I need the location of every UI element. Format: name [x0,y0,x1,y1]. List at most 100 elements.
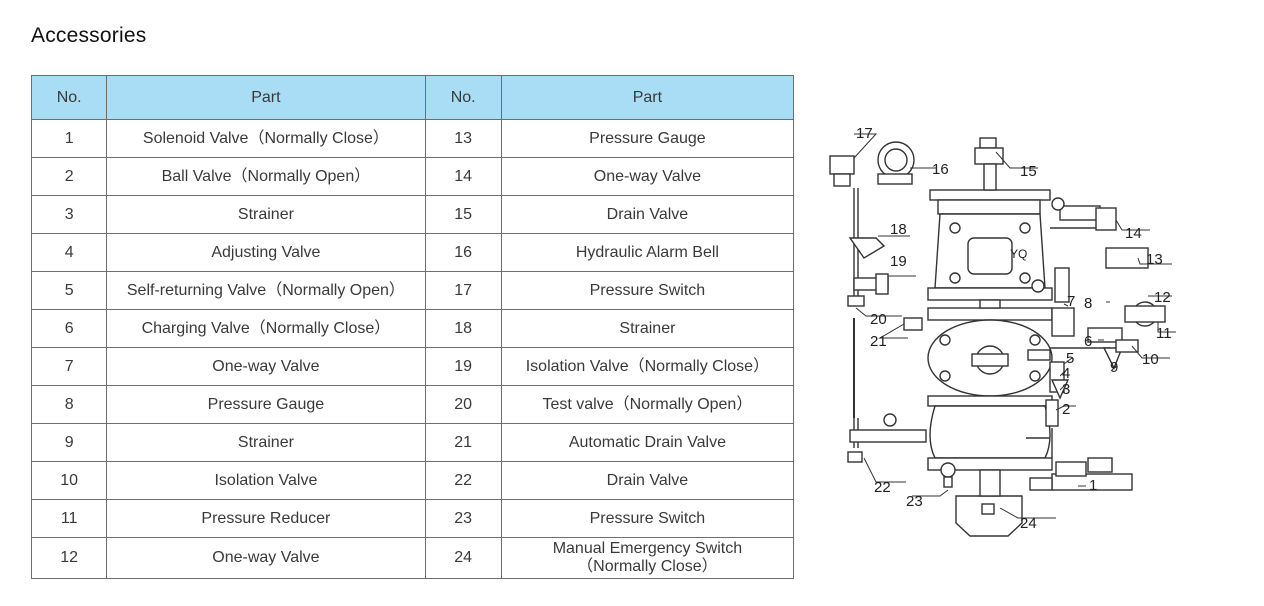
alarm-valve-body-icon [927,189,1053,471]
cell-no: 23 [424,499,502,538]
cell-no: 15 [424,195,502,234]
cell-part: Pressure Switch [500,271,795,310]
table-header-row: No. Part No. Part [30,75,795,120]
valve-assembly-diagram: YQ 1 2 3 4 5 6 7 8 9 10 11 12 13 14 15 1… [829,125,1176,537]
cell-no: 3 [30,195,108,234]
cell-no: 24 [424,537,502,579]
strainer-18-icon [848,237,886,259]
cell-part: One-way Valve [106,347,426,386]
callout-2: 2 [1062,401,1070,418]
drain-valve-22-icon [847,413,927,463]
pressure-switch-17-icon [829,155,855,187]
cell-part: Drain Valve [500,195,795,234]
cell-part: Hydraulic Alarm Bell [500,233,795,272]
callout-labels: 1 2 3 4 5 6 7 8 9 10 11 12 13 14 15 16 1… [856,125,1172,532]
callout-24: 24 [1020,515,1037,532]
manual-emergency-switch-icon [955,469,1023,537]
cell-no: 10 [30,461,108,500]
pressure-switch-23-icon [940,462,956,488]
callout-12: 12 [1154,289,1171,306]
cell-no: 18 [424,309,502,348]
cell-no: 4 [30,233,108,272]
cell-part: Pressure Gauge [106,385,426,424]
callout-15: 15 [1020,163,1037,180]
callout-20: 20 [870,311,887,328]
automatic-drain-valve-21-icon [903,317,923,331]
cell-no: 2 [30,157,108,196]
ball-valve-icon [1045,399,1059,427]
callout-23: 23 [906,493,923,510]
callout-22: 22 [874,479,891,496]
cell-part: Pressure Reducer [106,499,426,538]
cell-part: Isolation Valve [106,461,426,500]
callout-11: 11 [1156,325,1172,342]
callout-10: 10 [1142,351,1159,368]
solenoid-valve-icon [1029,457,1133,491]
callout-1: 1 [1089,477,1097,494]
callout-13: 13 [1146,251,1163,268]
callout-8: 8 [1084,295,1092,312]
cell-no: 6 [30,309,108,348]
header-no-left: No. [30,75,108,120]
cell-part: Adjusting Valve [106,233,426,272]
cell-part: Pressure Switch [500,499,795,538]
callout-16: 16 [932,161,949,178]
hydraulic-alarm-bell-icon [877,141,915,185]
callout-4: 4 [1062,365,1070,382]
cell-part: Ball Valve（Normally Open） [106,157,426,196]
cell-part: Strainer [106,195,426,234]
isolation-valve-10-icon [1115,339,1139,353]
cell-part: Self-returning Valve（Normally Open） [106,271,426,310]
strainer-3-icon [1050,379,1070,400]
cell-part: Drain Valve [500,461,795,500]
pressure-reducer-icon [1124,301,1166,327]
header-part-left: Part [106,75,426,120]
strainer-9-icon [1102,347,1124,370]
callout-17: 17 [856,125,873,142]
cell-part: One-way Valve [106,537,426,579]
valve-logo: YQ [1010,247,1027,261]
cell-part: Automatic Drain Valve [500,423,795,462]
cell-part: Manual Emergency Switch （Normally Close） [500,537,795,579]
pressure-gauge-8-icon [1031,279,1045,293]
test-valve-20-icon [847,295,865,307]
callout-14: 14 [1125,225,1142,242]
header-part-right: Part [500,75,795,120]
one-way-valve-14-icon [1059,205,1117,231]
cell-no: 1 [30,119,108,158]
cell-no: 16 [424,233,502,272]
callout-5: 5 [1066,350,1074,367]
cell-part: One-way Valve [500,157,795,196]
callout-21: 21 [870,333,887,350]
cell-no: 5 [30,271,108,310]
callout-7: 7 [1067,293,1075,310]
one-way-valve-7-icon [1051,267,1075,337]
charging-valve-icon [1087,327,1123,343]
cell-no: 9 [30,423,108,462]
callout-9: 9 [1110,359,1118,376]
cell-no: 14 [424,157,502,196]
cell-no: 20 [424,385,502,424]
cell-part: Pressure Gauge [500,119,795,158]
cell-no: 21 [424,423,502,462]
cell-part: Isolation Valve（Normally Close） [500,347,795,386]
cell-part: Test valve（Normally Open） [500,385,795,424]
callout-6: 6 [1084,333,1092,350]
cell-no: 19 [424,347,502,386]
cell-no: 17 [424,271,502,310]
cell-no: 7 [30,347,108,386]
cell-no: 11 [30,499,108,538]
page-title: Accessories [31,24,147,47]
header-no-right: No. [424,75,502,120]
